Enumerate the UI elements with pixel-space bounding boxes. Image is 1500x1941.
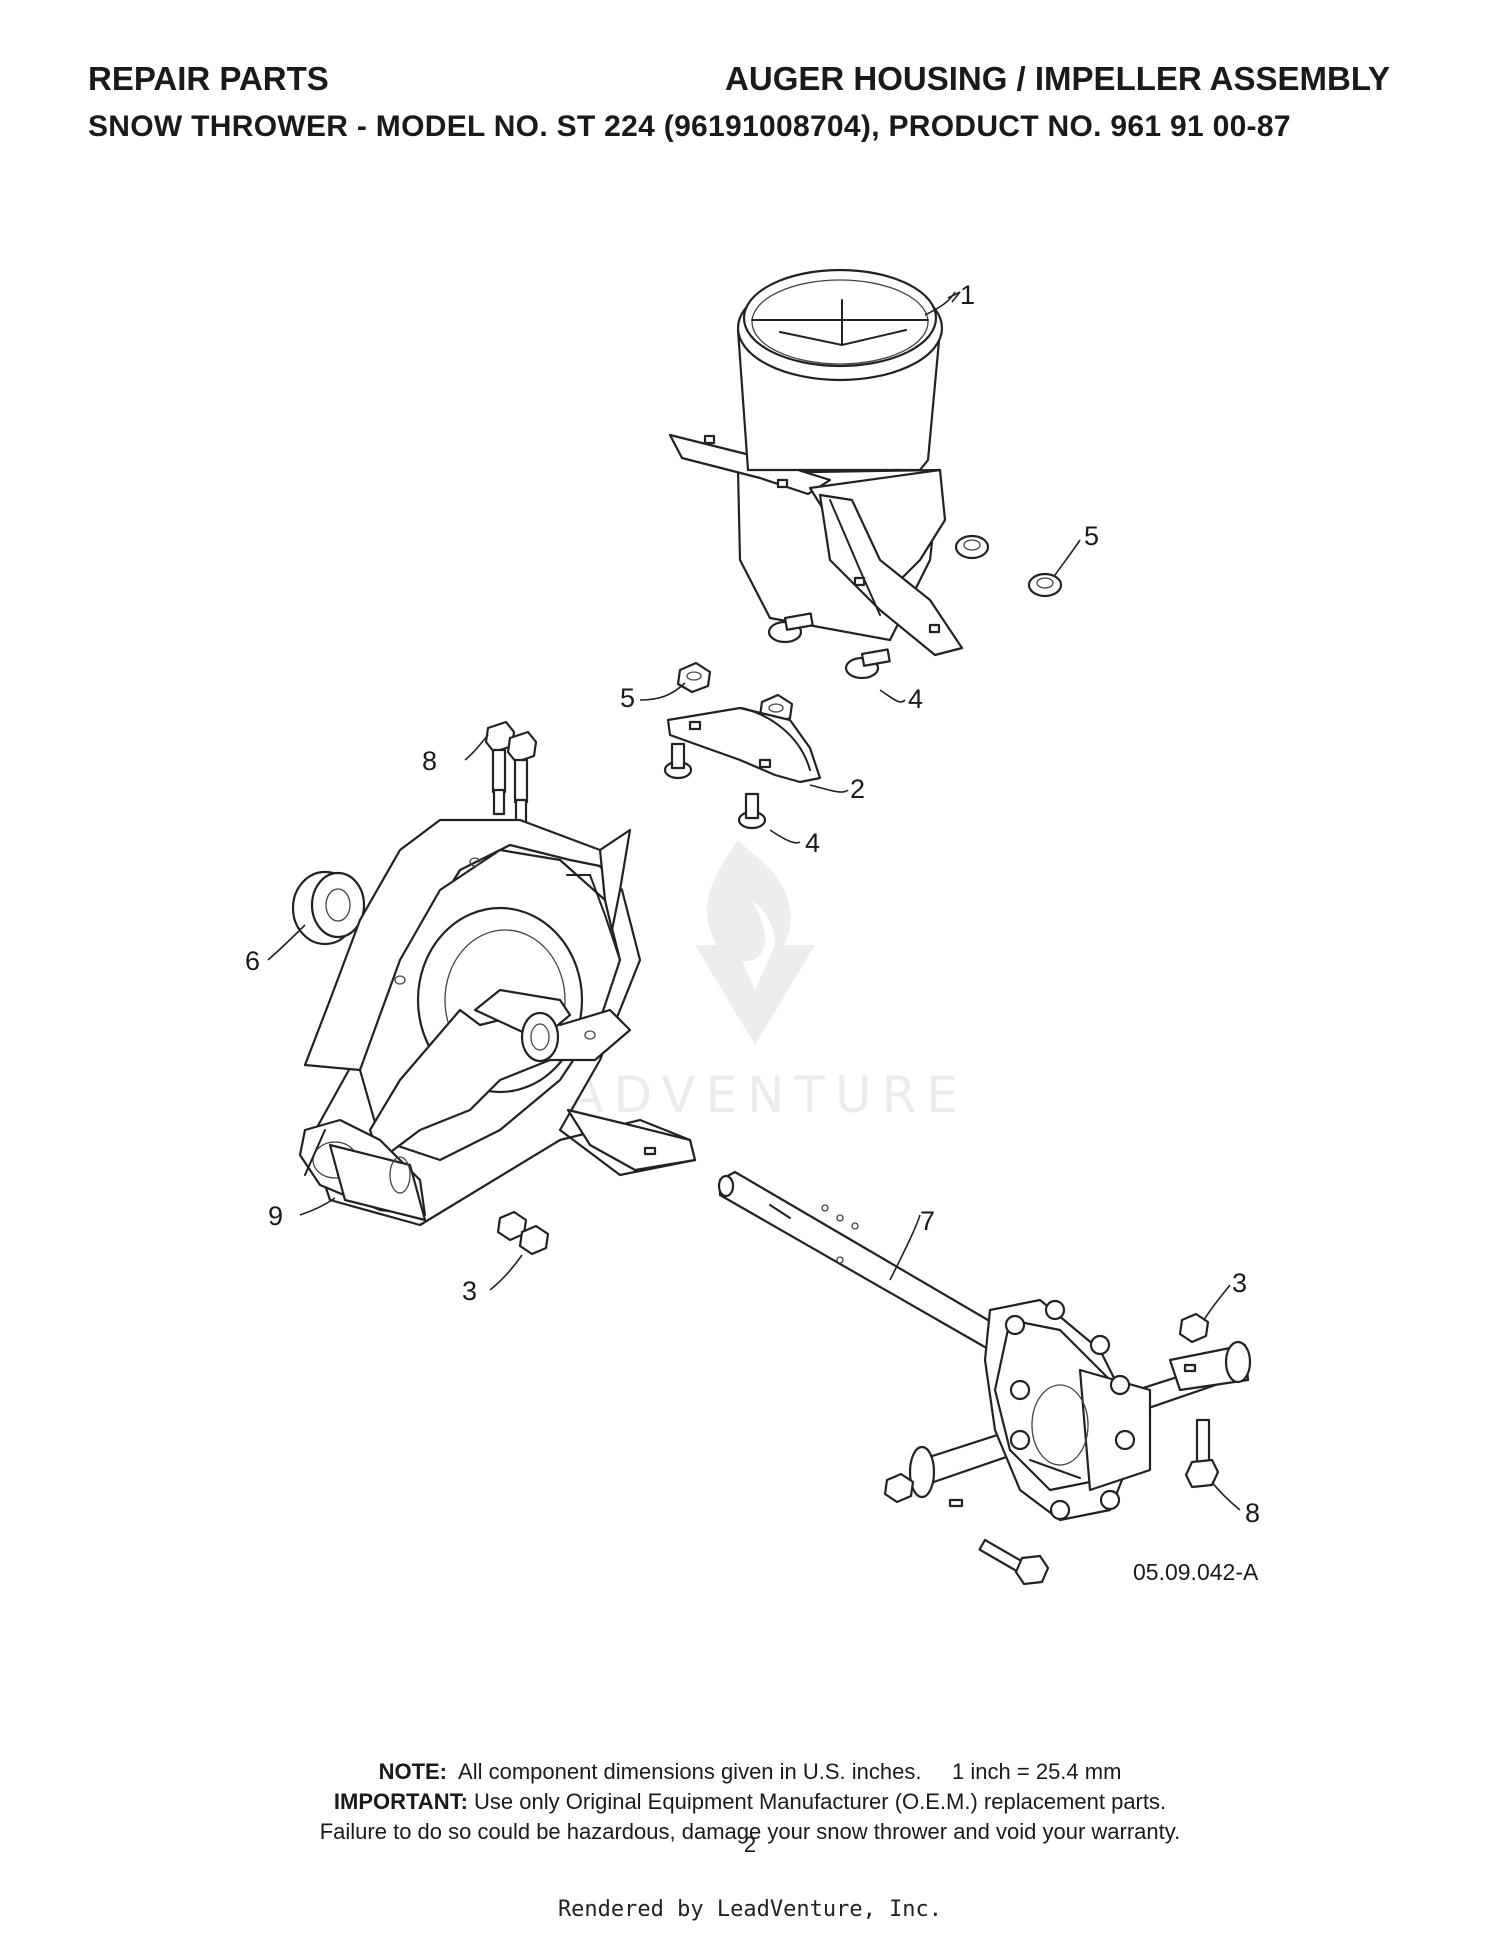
- model-prefix: SNOW THROWER - MODEL NO.: [88, 110, 548, 143]
- watermark-flame-icon: [707, 840, 791, 962]
- callout-7: 7: [920, 1206, 935, 1236]
- part-3-hex-nut-right: [1178, 1312, 1210, 1344]
- callout-5-upper: 5: [1084, 521, 1099, 551]
- part-8-hex-bolt-upper: [484, 720, 538, 826]
- header-left-title: REPAIR PARTS: [88, 60, 329, 97]
- model-suffix: (96191008704), PRODUCT NO. 961 91 00-87: [663, 110, 1291, 143]
- header-right-title: AUGER HOUSING / IMPELLER ASSEMBLY: [725, 60, 1390, 97]
- callout-5-mid: 5: [620, 683, 635, 713]
- warning-line: Failure to do so could be hazardous, dam…: [319, 1819, 1181, 1844]
- gearbox-hex-nut: [883, 1472, 915, 1504]
- page-number: 2: [743, 1832, 757, 1857]
- notes-block: NOTE: All component dimensions given in …: [0, 1757, 1500, 1847]
- callout-4-upper: 4: [908, 684, 923, 714]
- model-name: ST 224: [556, 110, 656, 143]
- important-label: IMPORTANT:: [333, 1789, 468, 1814]
- callout-8-upper: 8: [422, 746, 437, 776]
- note-label: NOTE:: [378, 1759, 448, 1784]
- callout-9: 9: [268, 1201, 283, 1231]
- part-8-hex-bolt-right: [978, 1418, 1220, 1586]
- important-text: Use only Original Equipment Manufacturer…: [474, 1789, 1167, 1814]
- important-line: IMPORTANT: Use only Original Equipment M…: [0, 1787, 1500, 1817]
- part-9-auger-housing: [298, 818, 697, 1227]
- part-7-impeller-shaft: [717, 1170, 1007, 1352]
- callout-4-lower: 4: [805, 828, 820, 858]
- callout-1: 1: [960, 280, 975, 310]
- model-line: SNOW THROWER - MODEL NO. ST 224 (9619100…: [88, 110, 1291, 144]
- callout-2: 2: [850, 774, 865, 804]
- part-5-flange-nut-upper: [954, 534, 1063, 598]
- part-6-bearing: [291, 870, 366, 946]
- rendered-by-footer: Rendered by LeadVenture, Inc.: [557, 1897, 943, 1922]
- note-line: NOTE: All component dimensions given in …: [0, 1757, 1500, 1787]
- callout-leaders: [267, 291, 1241, 1511]
- gearbox-assembly: [908, 1298, 1252, 1522]
- part-3-hex-nut-left: [496, 1210, 550, 1256]
- part-4-carriage-bolt-upper: [767, 612, 891, 680]
- note-text: All component dimensions given in U.S. i…: [458, 1759, 1122, 1784]
- callout-8-right: 8: [1245, 1498, 1260, 1528]
- callout-3-right: 3: [1232, 1268, 1247, 1298]
- part-2-chute-plate: [666, 706, 822, 784]
- part-4-carriage-bolt-lower: [663, 742, 767, 830]
- watermark-v-icon: [695, 945, 815, 1045]
- callout-6: 6: [245, 946, 260, 976]
- callout-3-left: 3: [462, 1276, 477, 1306]
- diagram-reference-code: 05.09.042-A: [1133, 1559, 1259, 1585]
- part-1-chute-adapter: [668, 268, 964, 657]
